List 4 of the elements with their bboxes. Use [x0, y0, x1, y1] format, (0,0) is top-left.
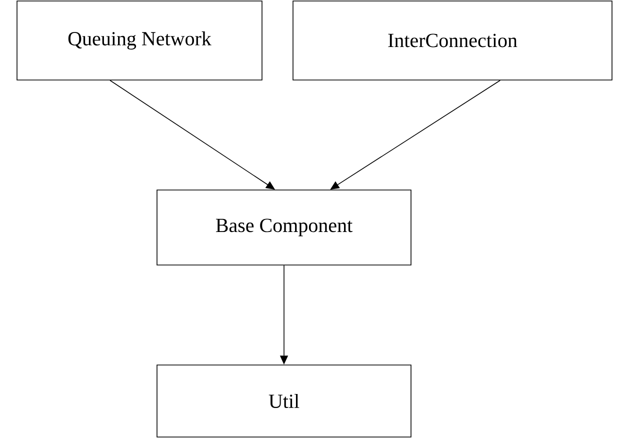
- box: InterConnection: [292, 0, 612, 80]
- box: Queuing Network: [16, 0, 262, 80]
- box: Base Component: [156, 190, 412, 266]
- box: Util: [156, 364, 412, 438]
